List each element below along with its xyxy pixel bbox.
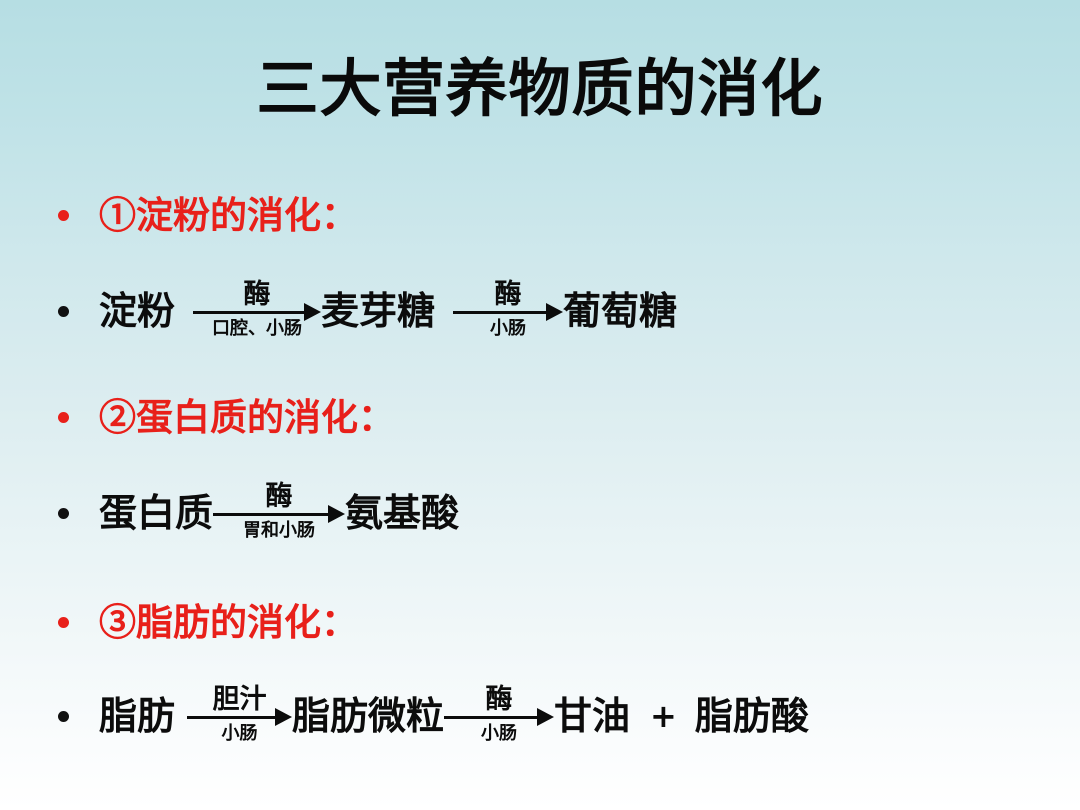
- arrow-shaft: [187, 716, 276, 719]
- reaction-arrow-icon: 酶 小肠: [453, 279, 564, 342]
- product-glucose: 葡萄糖: [563, 288, 678, 333]
- arrow-head: [546, 303, 564, 321]
- arrow-shaft: [453, 311, 547, 314]
- bullet-marker-icon: [58, 507, 69, 519]
- product-fatty-acid: 脂肪酸: [694, 693, 809, 738]
- arrow-head: [304, 303, 322, 321]
- arrow-label-above: 酶: [485, 684, 513, 715]
- arrow-label-above: 胆汁: [212, 684, 267, 715]
- arrow-label-below: 胃和小肠: [243, 520, 316, 541]
- equation-fat: 脂肪 胆汁 小肠 脂肪微粒 酶 小肠 甘油 + 脂肪酸: [99, 685, 809, 747]
- equation-row-fat: 脂肪 胆汁 小肠 脂肪微粒 酶 小肠 甘油 + 脂肪酸: [58, 685, 809, 747]
- bullet-marker-icon: [58, 616, 69, 628]
- page-title: 三大营养物质的消化: [256, 52, 824, 125]
- reaction-arrow-icon: 酶 胃和小肠: [213, 481, 346, 544]
- heading-fat: ③脂肪的消化：: [99, 600, 358, 644]
- heading-row-starch: ①淀粉的消化：: [58, 195, 358, 236]
- product-amino-acid: 氨基酸: [345, 490, 460, 535]
- product-glycerol: 甘油: [554, 693, 631, 738]
- product-maltose: 麦芽糖: [321, 288, 436, 333]
- bullet-marker-icon: [58, 710, 69, 722]
- reaction-arrow-icon: 酶 小肠: [444, 684, 555, 747]
- reactant-fat: 脂肪: [99, 693, 176, 738]
- heading-starch: ①淀粉的消化：: [99, 193, 358, 237]
- reaction-arrow-icon: 酶 口腔、小肠: [193, 279, 322, 342]
- reactant-starch: 淀粉: [99, 288, 176, 333]
- arrow-label-below: 口腔、小肠: [212, 318, 303, 339]
- arrow-label-above: 酶: [494, 279, 522, 310]
- equation-protein: 蛋白质 酶 胃和小肠 氨基酸: [99, 482, 459, 544]
- product-fat-droplets: 脂肪微粒: [292, 693, 445, 738]
- equation-row-protein: 蛋白质 酶 胃和小肠 氨基酸: [58, 482, 459, 544]
- arrow-label-above: 酶: [265, 481, 293, 512]
- bullet-marker-icon: [58, 305, 69, 317]
- reactant-protein: 蛋白质: [99, 490, 214, 535]
- arrow-label-below: 小肠: [221, 723, 258, 744]
- reaction-arrow-icon: 胆汁 小肠: [187, 684, 293, 747]
- plus-sign: +: [650, 697, 677, 735]
- equation-row-starch: 淀粉 酶 口腔、小肠 麦芽糖 酶 小肠 葡萄糖: [58, 280, 677, 342]
- bullet-marker-icon: [58, 411, 69, 423]
- arrow-head: [328, 505, 346, 523]
- arrow-label-above: 酶: [243, 279, 271, 310]
- bullet-marker-icon: [58, 209, 69, 221]
- heading-protein: ②蛋白质的消化：: [99, 395, 395, 439]
- equation-starch: 淀粉 酶 口腔、小肠 麦芽糖 酶 小肠 葡萄糖: [99, 280, 677, 342]
- arrow-label-below: 小肠: [481, 723, 518, 744]
- heading-row-protein: ②蛋白质的消化：: [58, 397, 395, 438]
- arrow-shaft: [193, 311, 305, 314]
- heading-row-fat: ③脂肪的消化：: [58, 602, 358, 643]
- arrow-label-below: 小肠: [490, 318, 527, 339]
- arrow-shaft: [213, 513, 329, 516]
- arrow-head: [275, 708, 293, 726]
- arrow-head: [537, 708, 555, 726]
- arrow-shaft: [444, 716, 538, 719]
